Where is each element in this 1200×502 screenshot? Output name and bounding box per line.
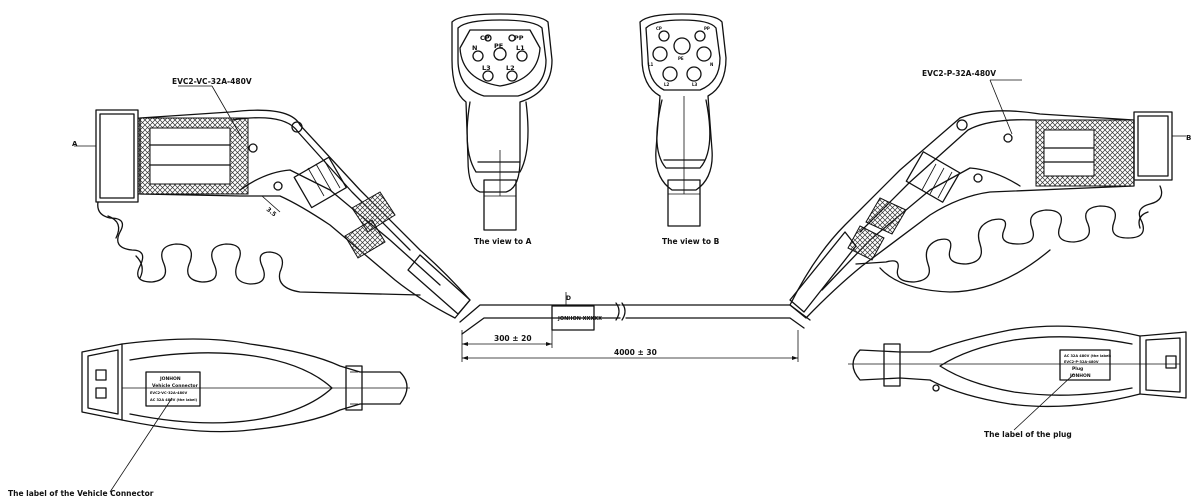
plug-top-view: AC 32A 480V (the label) EVC2-P-32A-480V … [848,325,1187,439]
pin-a-l1: L1 [516,44,525,52]
pin-b-l2: L2 [664,82,670,87]
cable-diameter-label: D [566,295,571,302]
vc-label-line-3: EVC2-VC-32A-480V [150,391,187,395]
plug-side-view: B EVC2-P-32A-480V [789,69,1191,319]
pin-b-l1: L1 [648,62,654,67]
pin-b-n: N [710,62,713,67]
section-a-marker: A [72,140,78,148]
dimension-short-label: 300 ± 20 [494,334,532,343]
pin-a-n: N [472,44,477,52]
view-a-face: CP PP N L1 PE L3 L2 The view to A [451,13,553,246]
vehicle-connector-label-caption: The label of the Vehicle Connector [8,489,154,498]
view-a-caption: The view to A [474,237,532,246]
pin-a-l3: L3 [482,64,491,72]
plug-label-line-2: EVC2-P-32A-480V [1064,360,1099,364]
plug-label-line-3: Plug [1072,366,1083,372]
pin-a-l2: L2 [506,64,515,72]
left-model-label: EVC2-VC-32A-480V [172,77,252,86]
dimension-long: 4000 ± 30 [462,330,799,362]
dimension-short: 300 ± 20 [461,330,553,362]
pin-b-pe: PE [678,56,684,61]
vc-label-line-2: Vehicle Connector [152,383,199,389]
plug-label-line-4: JONHON [1069,373,1091,379]
pin-b-pp: PP [704,26,710,31]
dimension-long-label: 4000 ± 30 [614,348,657,357]
pin-a-pe: PE [494,42,503,50]
plug-label-line-1: AC 32A 480V (the label) [1064,354,1112,358]
pin-b-cp: CP [656,26,662,31]
vc-label-line-4: AC 32A 480V (the label) [150,398,198,402]
view-b-caption: The view to B [662,237,720,246]
vehicle-connector-top-view: JONHON Vehicle Connector EVC2-VC-32A-480… [8,338,410,498]
vehicle-connector-side-view: 3.5 A EVC2-VC-32A-480V [72,77,471,319]
view-b-face: CP PP L1 L2 L3 N PE The view to B [639,13,727,246]
right-model-label: EVC2-P-32A-480V [922,69,996,78]
cable-marker-label: JONHON XXXXX [557,316,602,322]
pin-a-pp: PP [514,34,524,42]
plug-label-caption: The label of the plug [984,430,1072,439]
vc-label-line-1: JONHON [159,376,181,382]
section-b-marker: B [1186,134,1191,142]
cable: JONHON XXXXX D [459,292,811,335]
pin-b-l3: L3 [692,82,698,87]
pin-a-cp: CP [480,34,490,42]
